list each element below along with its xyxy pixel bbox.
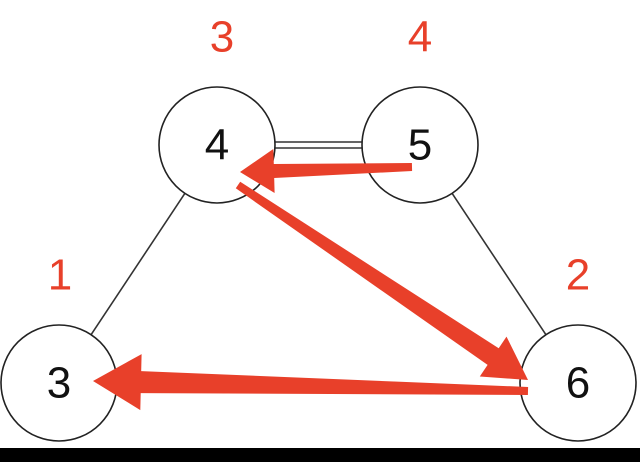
node-label: 4	[205, 121, 229, 170]
node-5: 5	[361, 86, 479, 204]
node-circle	[519, 324, 637, 442]
arrow-n5-to-n4	[240, 149, 413, 193]
node-label: 3	[47, 359, 71, 408]
edge-n4-n3	[90, 192, 186, 336]
arrows-layer	[93, 149, 529, 411]
node-label: 5	[408, 121, 432, 170]
node-circle	[361, 86, 479, 204]
order-label-n6: 2	[566, 251, 590, 300]
arrow-n6-to-n3	[93, 354, 529, 411]
order-labels-layer: 3 4 1 2	[48, 13, 590, 300]
order-label-n5: 4	[408, 13, 432, 62]
edge-n5-n6	[451, 192, 547, 336]
node-label: 6	[566, 359, 590, 408]
node-4: 4	[158, 86, 276, 204]
edges-layer	[90, 141, 547, 336]
arrow-n4-to-n6	[235, 181, 529, 380]
bottom-bar	[0, 448, 640, 462]
node-6: 6	[519, 324, 637, 442]
order-label-n3: 1	[48, 251, 72, 300]
order-label-n4: 3	[210, 13, 234, 62]
